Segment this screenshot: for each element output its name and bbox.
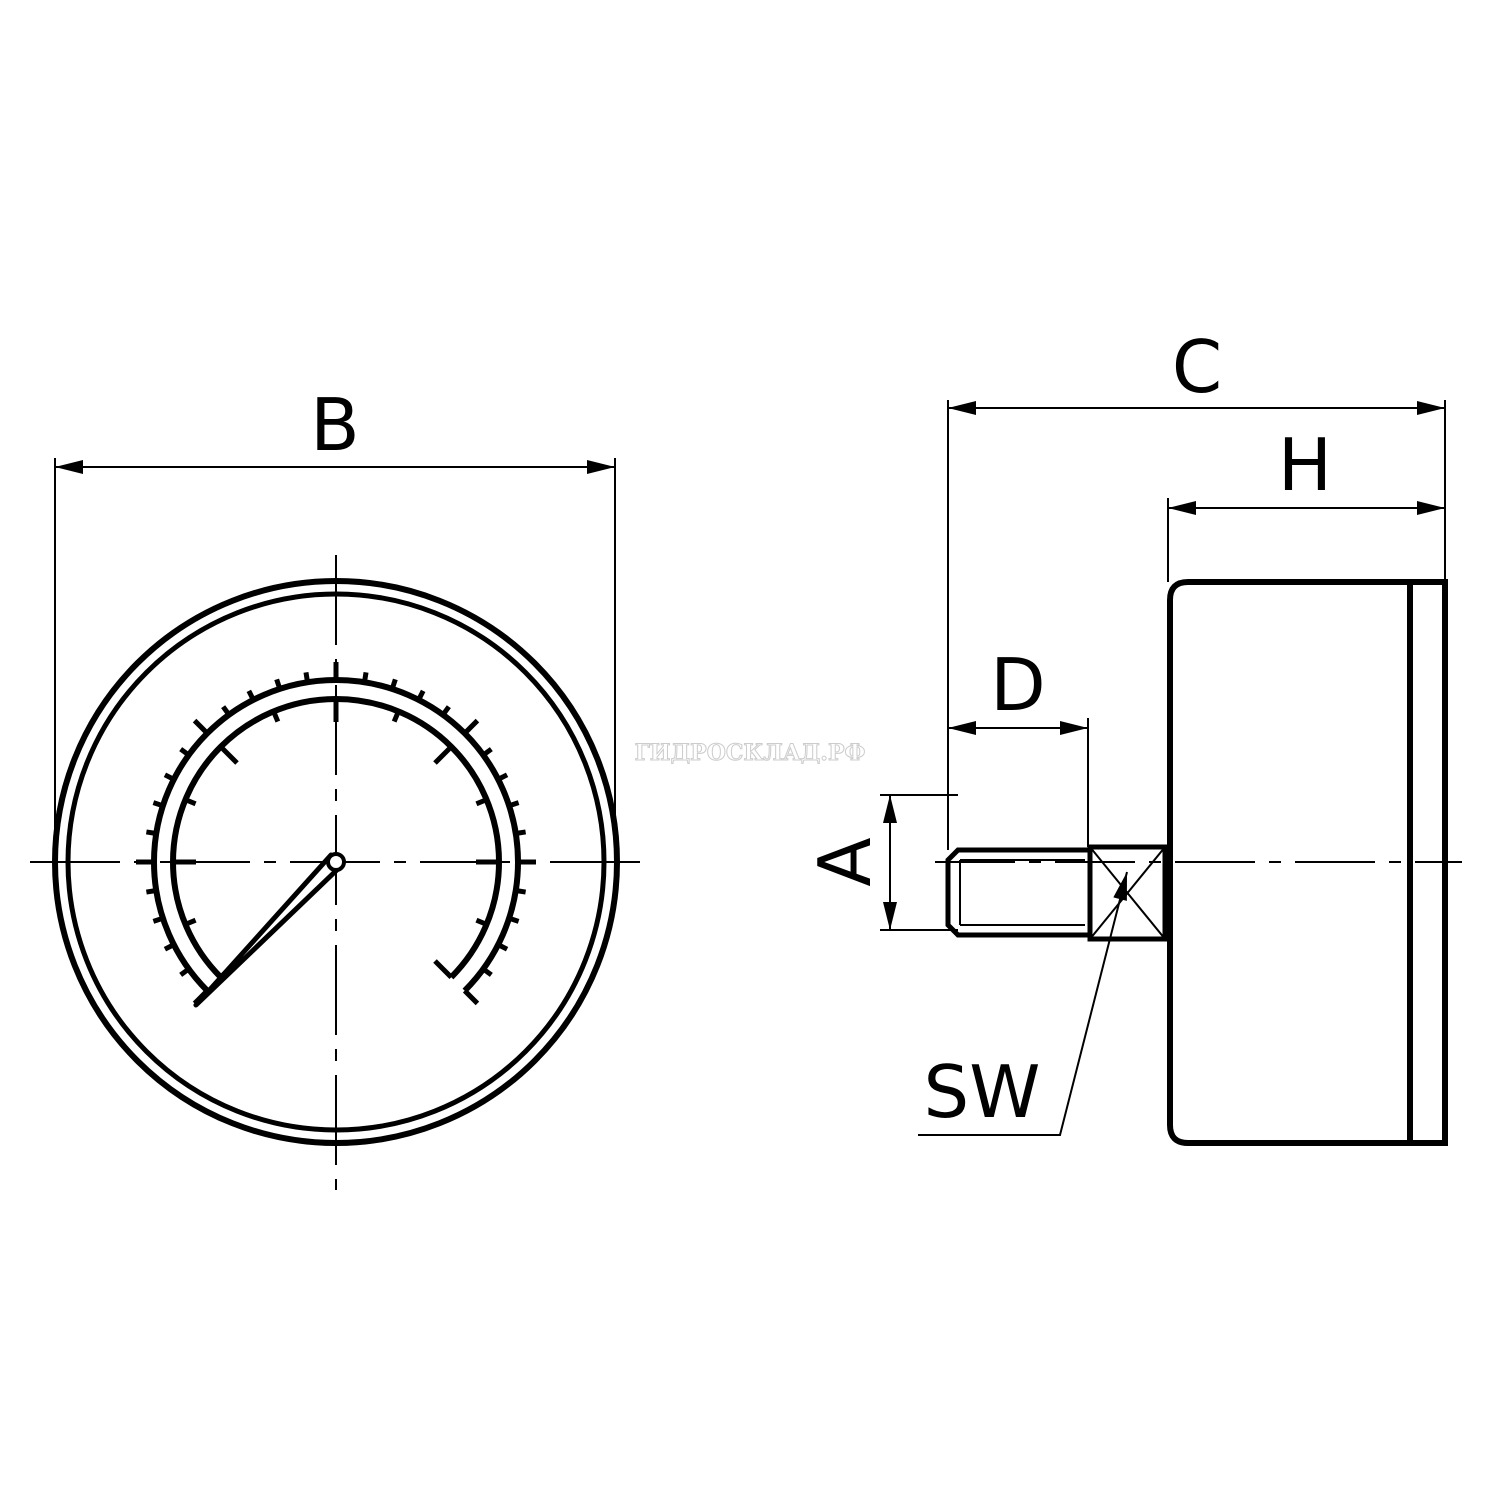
- outer-minor-tick: [515, 888, 527, 895]
- outer-minor-tick: [481, 966, 493, 977]
- outer-minor-tick: [508, 800, 520, 809]
- outer-major-tick: [462, 988, 480, 1006]
- dimension-label-b: B: [310, 383, 359, 467]
- dimension-label-h: H: [1278, 423, 1332, 507]
- outer-minor-tick: [515, 829, 527, 836]
- outer-minor-tick: [163, 942, 175, 952]
- inner-major-tick: [218, 744, 239, 765]
- inner-major-tick: [433, 959, 454, 980]
- inner-minor-tick: [184, 917, 197, 927]
- outer-minor-tick: [221, 705, 232, 717]
- outer-minor-tick: [163, 772, 175, 782]
- outer-minor-tick: [179, 966, 191, 977]
- gauge-case: [1167, 579, 1448, 1146]
- dimension-label-sw: SW: [924, 1050, 1041, 1134]
- pointer-hub: [326, 852, 346, 872]
- outer-minor-tick: [303, 671, 310, 683]
- outer-minor-tick: [497, 942, 509, 952]
- outer-minor-tick: [145, 829, 157, 836]
- inner-minor-tick: [391, 710, 401, 723]
- outer-major-tick: [192, 718, 210, 736]
- outer-minor-tick: [481, 747, 493, 758]
- side-view: [880, 400, 1462, 1146]
- outer-minor-tick: [362, 671, 369, 683]
- outer-minor-tick: [274, 678, 283, 690]
- watermark: ГИДРОСКЛАД.РФ: [635, 740, 866, 766]
- dimension-label-a: A: [803, 837, 887, 886]
- outer-minor-tick: [389, 678, 398, 690]
- dimension-label-c: C: [1172, 325, 1222, 409]
- scale-arc-outer: [151, 677, 521, 993]
- outer-minor-tick: [179, 747, 191, 758]
- inner-minor-tick: [184, 797, 197, 807]
- outer-minor-tick: [152, 915, 164, 924]
- outer-minor-tick: [497, 772, 509, 782]
- inner-minor-tick: [475, 917, 488, 927]
- leader-line-sw: [918, 871, 1128, 1136]
- threaded-connection: [945, 847, 1090, 938]
- outer-minor-tick: [440, 705, 451, 717]
- outer-minor-tick: [416, 689, 426, 701]
- outer-minor-tick: [145, 888, 157, 895]
- outer-major-tick: [462, 718, 480, 736]
- outer-minor-tick: [246, 689, 256, 701]
- inner-major-tick: [433, 744, 454, 765]
- gauge-pointer: [193, 852, 344, 1008]
- inner-minor-tick: [475, 797, 488, 807]
- outer-minor-tick: [508, 915, 520, 924]
- wrench-hex: [1087, 844, 1168, 942]
- dimension-label-d: D: [990, 643, 1045, 727]
- outer-minor-tick: [152, 800, 164, 809]
- inner-minor-tick: [271, 710, 281, 723]
- front-view: [30, 458, 650, 1190]
